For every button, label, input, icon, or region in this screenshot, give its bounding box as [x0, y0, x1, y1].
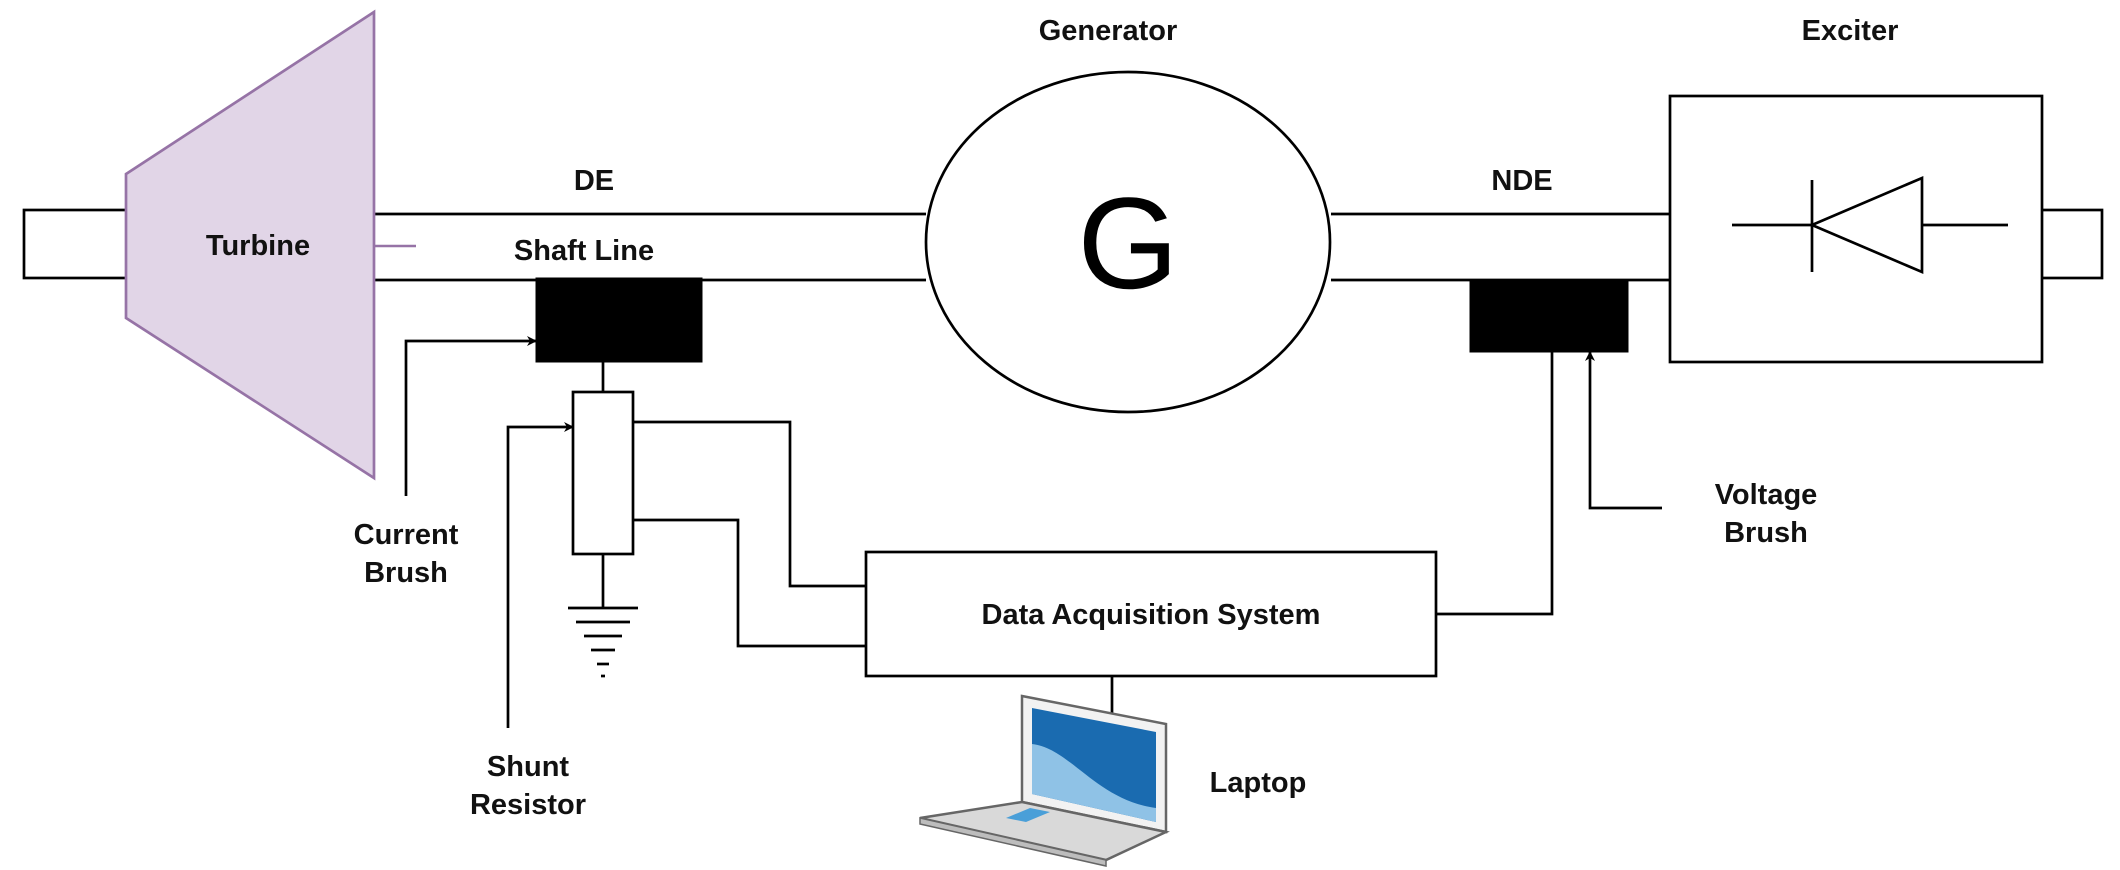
shunt-resistor-label-line1: Shunt [487, 751, 569, 783]
voltage-brush-arrow [1585, 351, 1662, 510]
daq-voltage-brush-wire [1436, 352, 1554, 616]
current-brush-arrow [404, 336, 537, 496]
shaft-right-end [2038, 208, 2104, 280]
laptop-label: Laptop [1210, 767, 1307, 799]
shunt-resistor-label-line2: Resistor [470, 789, 586, 821]
data-acquisition-box [864, 550, 1438, 678]
exciter-label: Exciter [1802, 15, 1899, 47]
diode-icon [1732, 175, 2008, 275]
voltage-brush-label-line2: Brush [1724, 517, 1808, 549]
current-brush-label-line2: Brush [364, 557, 448, 589]
exciter: Exciter [1668, 15, 2044, 364]
generator-symbol: G [1077, 170, 1178, 316]
resistor-daq-wire-top [633, 420, 866, 588]
shunt-resistor-arrow [506, 422, 574, 728]
shaft [22, 208, 2104, 282]
shunt-resistor [568, 362, 638, 678]
shaft-left-end [22, 208, 136, 280]
shaft-line-label: Shaft Line [514, 235, 654, 267]
voltage-brush-label-line1: Voltage [1715, 479, 1818, 511]
generator-label: Generator [1039, 15, 1178, 47]
data-acquisition-label: Data Acquisition System [982, 599, 1321, 631]
generator-circle [924, 70, 1332, 414]
laptop-icon [919, 694, 1170, 867]
nde-label: NDE [1491, 165, 1552, 197]
generator: G Generator [924, 15, 1332, 414]
turbine: Turbine [124, 9, 416, 481]
de-label: DE [574, 165, 614, 197]
shunt-resistor-body [571, 390, 635, 556]
current-brush-label-line1: Current [354, 519, 459, 551]
turbine-shape [124, 9, 376, 481]
current-brush-block [535, 277, 703, 363]
resistor-daq-wire-bottom [633, 518, 866, 648]
ground-icon [568, 606, 638, 678]
turbine-label: Turbine [206, 230, 310, 262]
voltage-brush-block [1469, 279, 1629, 353]
